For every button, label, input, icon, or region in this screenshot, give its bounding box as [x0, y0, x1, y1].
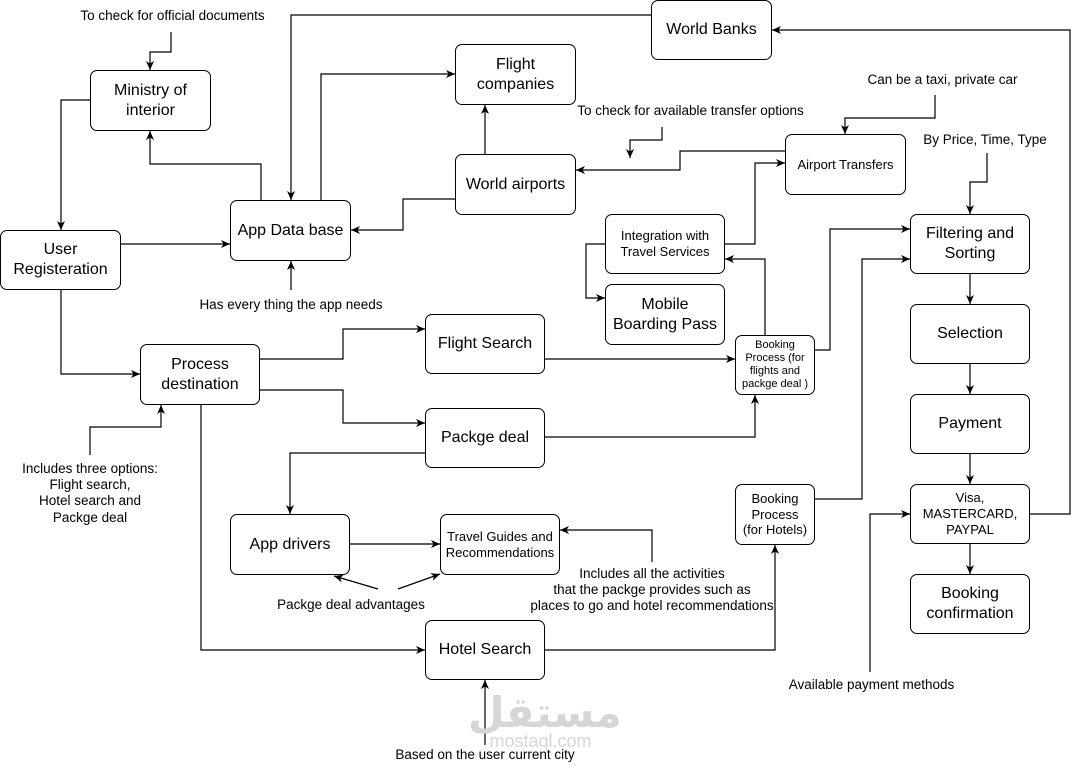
note-has-everything: Has every thing the app needs [199, 297, 383, 312]
app-database-node[interactable]: App Data base [230, 200, 351, 261]
edge-advantages-guides [397, 573, 441, 590]
package-deal-node[interactable]: Packge deal [425, 408, 545, 468]
payment-node[interactable]: Payment [910, 394, 1030, 454]
edge-database-ministry [146, 131, 262, 200]
edge-process-package [260, 389, 425, 427]
edge-worldbanks-database [287, 14, 651, 200]
edge-hotel-bookinghotels [545, 545, 779, 651]
edge-ministry-user [57, 99, 90, 230]
edge-package-drivers [286, 452, 425, 514]
airport-transfers-node[interactable]: Airport Transfers [785, 134, 906, 195]
ministry-of-interior-node[interactable]: Ministry of interior [90, 70, 211, 131]
payment-methods-node[interactable]: Visa, MASTERCARD, PAYPAL [910, 484, 1030, 544]
edge-price-filtering [966, 153, 988, 214]
edge-officialdocs-ministry [146, 32, 172, 70]
edge-transferoptions-note [626, 127, 663, 158]
note-price-time-type: By Price, Time, Type [923, 132, 1047, 147]
note-transfer-options: To check for available transfer options [577, 103, 804, 118]
world-airports-node[interactable]: World airports [455, 154, 576, 215]
world-banks-node[interactable]: World Banks [651, 0, 772, 60]
edge-airports-database [351, 198, 455, 234]
edge-payment-worldbanks [772, 26, 1071, 515]
edge-process-hotel [200, 405, 425, 654]
edge-bookingflights-filtering [815, 225, 910, 351]
edge-integration-transfers [725, 159, 785, 245]
edge-process-flightsearch [260, 325, 425, 360]
travel-guides-node[interactable]: Travel Guides and Recommendations [440, 514, 560, 575]
note-official-documents: To check for official documents [80, 8, 265, 23]
integration-travel-services-node[interactable]: Integration with Travel Services [605, 214, 725, 274]
note-available-payment-methods: Available payment methods [788, 677, 955, 692]
flight-companies-node[interactable]: Flight companies [455, 44, 576, 105]
mobile-boarding-pass-node[interactable]: Mobile Boarding Pass [605, 284, 725, 345]
note-current-city: Based on the user current city [395, 747, 575, 762]
booking-confirmation-node[interactable]: Booking confirmation [910, 574, 1030, 634]
note-three-options: Includes three options: Flight search, H… [22, 461, 158, 525]
edge-activities-guides [560, 526, 653, 562]
user-registration-node[interactable]: User Registeration [0, 230, 121, 290]
edge-threeoptions-process [89, 405, 165, 455]
edge-user-process [60, 290, 140, 378]
hotel-search-node[interactable]: Hotel Search [425, 620, 545, 680]
process-destination-node[interactable]: Process destination [140, 344, 260, 405]
app-drivers-node[interactable]: App drivers [230, 514, 350, 575]
booking-process-hotels-node[interactable]: Booking Process (for Hotels) [735, 484, 815, 545]
edge-taxi-transfers [841, 95, 936, 134]
edge-advantages-drivers [333, 574, 379, 590]
edge-note-methods [869, 510, 910, 672]
edge-integration-boarding [585, 243, 605, 302]
note-package-advantages: Packge deal advantages [277, 597, 425, 612]
note-package-activities: Includes all the activities that the pac… [530, 566, 774, 614]
edge-database-flightcompanies [320, 70, 455, 200]
filtering-sorting-node[interactable]: Filtering and Sorting [910, 214, 1030, 274]
selection-node[interactable]: Selection [910, 304, 1030, 364]
edge-transfers-airports [576, 150, 785, 174]
note-taxi-private-car: Can be a taxi, private car [867, 72, 1018, 87]
edge-package-booking [545, 395, 759, 438]
flight-search-node[interactable]: Flight Search [425, 314, 545, 374]
edge-bookinghotels-filtering [815, 255, 910, 500]
edge-booking-integration [725, 255, 766, 335]
booking-process-flights-node[interactable]: Booking Process (for flights and packge … [735, 335, 815, 395]
